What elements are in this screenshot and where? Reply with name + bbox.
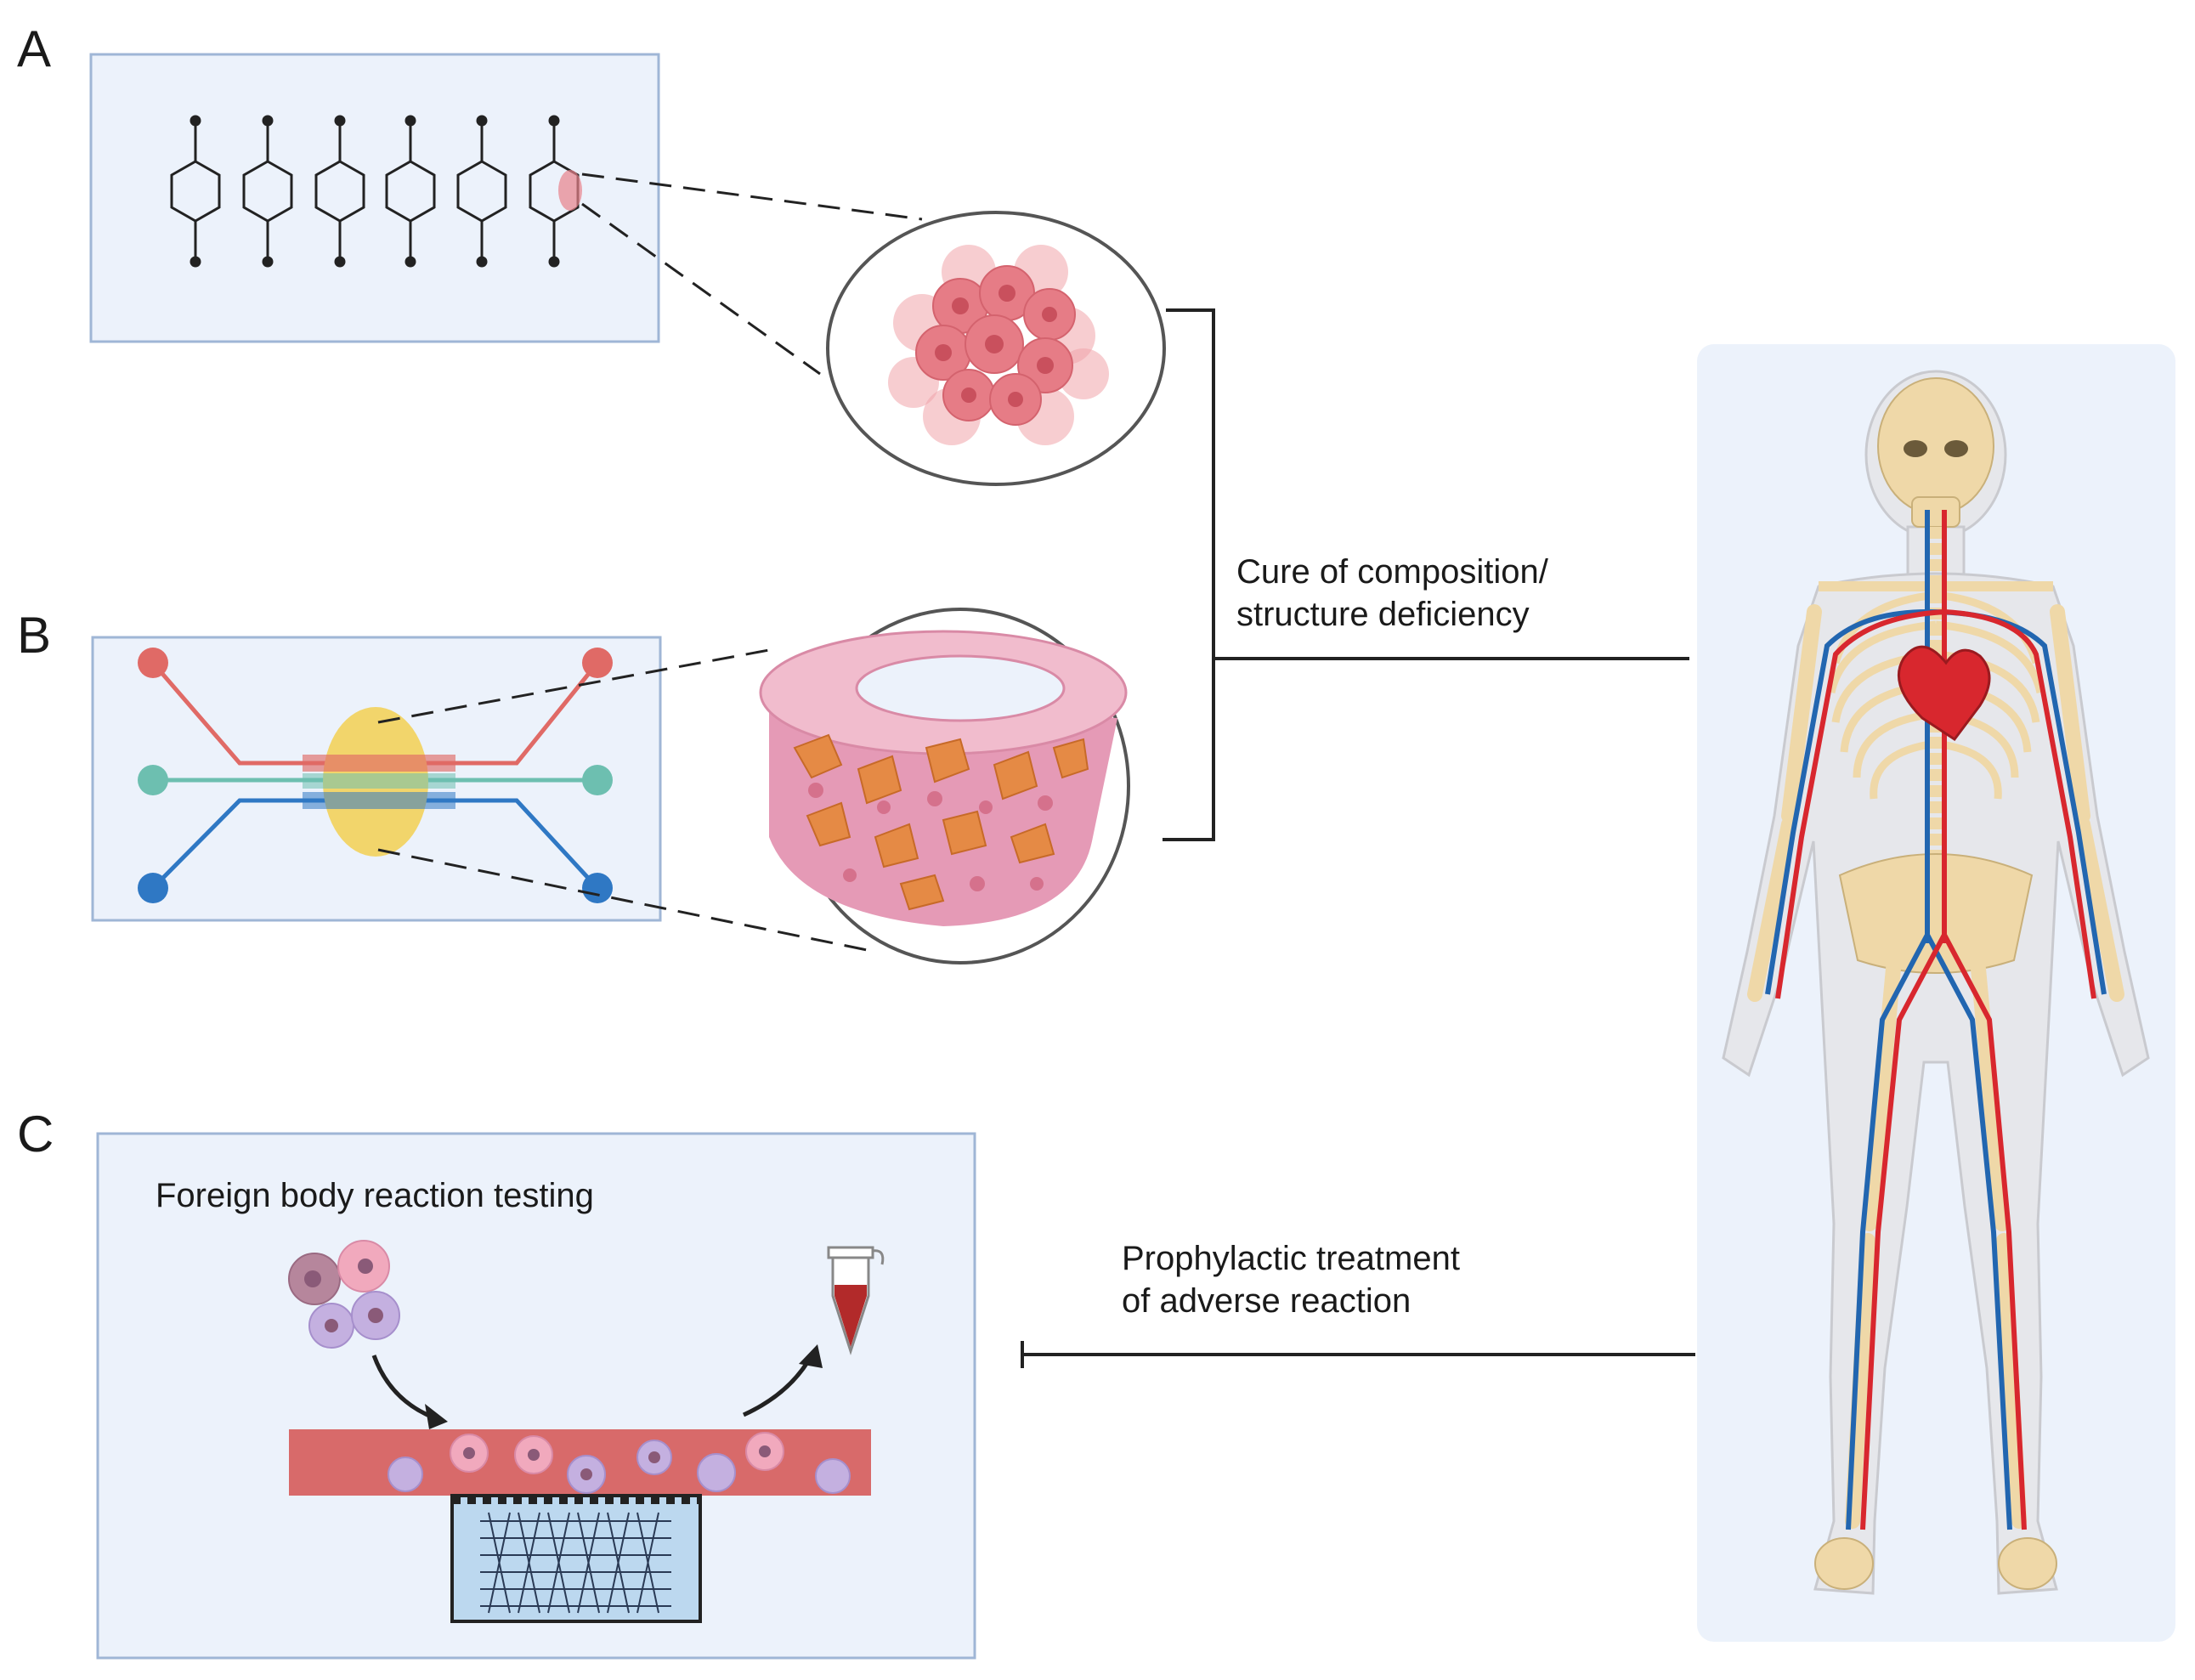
- chip-unit-2: [242, 115, 293, 268]
- multiwell-microfluidic-chip-icon: [170, 115, 582, 268]
- chip-unit-1: [170, 115, 221, 268]
- panel-b-letter: B: [17, 607, 51, 664]
- prophylactic-label-line1: Prophylactic treatment: [1122, 1240, 1460, 1277]
- three-channel-organ-chip-icon: [138, 648, 613, 903]
- panel-c-letter: C: [17, 1106, 54, 1162]
- arrow-cells-in-icon: [371, 1355, 448, 1429]
- pelvis: [1838, 853, 2034, 974]
- cell-membrane-icon: [289, 1429, 871, 1496]
- spheroid-highlight: [558, 170, 582, 211]
- human-skeleton-vasculature-icon: [1722, 370, 2150, 1595]
- blood-sample-tube-icon: [827, 1246, 885, 1355]
- bracket-ab: [1163, 308, 1689, 841]
- prophylactic-arrow: [1021, 1341, 1695, 1368]
- chip-unit-3: [314, 115, 365, 268]
- arrow-sample-out-icon: [742, 1344, 823, 1417]
- chip-unit-5: [456, 115, 507, 268]
- cure-label-line2: structure deficiency: [1236, 596, 1530, 633]
- chip-unit-4: [385, 115, 436, 268]
- arteries: [1775, 510, 2096, 1530]
- cure-label-line1: Cure of composition/: [1236, 553, 1549, 591]
- panel-a-letter: A: [17, 20, 51, 77]
- porous-scaffold-icon: [759, 608, 1130, 964]
- hydrogel-scaffold-icon: [450, 1494, 702, 1623]
- heart-icon: [1897, 645, 1991, 742]
- zoom-lines-b: [377, 648, 876, 953]
- prophylactic-label-line2: of adverse reaction: [1122, 1282, 1411, 1320]
- immune-cells-icon: [288, 1240, 400, 1349]
- zoom-lines-a: [581, 173, 923, 376]
- tumor-spheroid-icon: [826, 211, 1166, 486]
- panel-c-title: Foreign body reaction testing: [156, 1177, 594, 1214]
- skull: [1877, 377, 1994, 528]
- chip-unit-6: [529, 115, 582, 268]
